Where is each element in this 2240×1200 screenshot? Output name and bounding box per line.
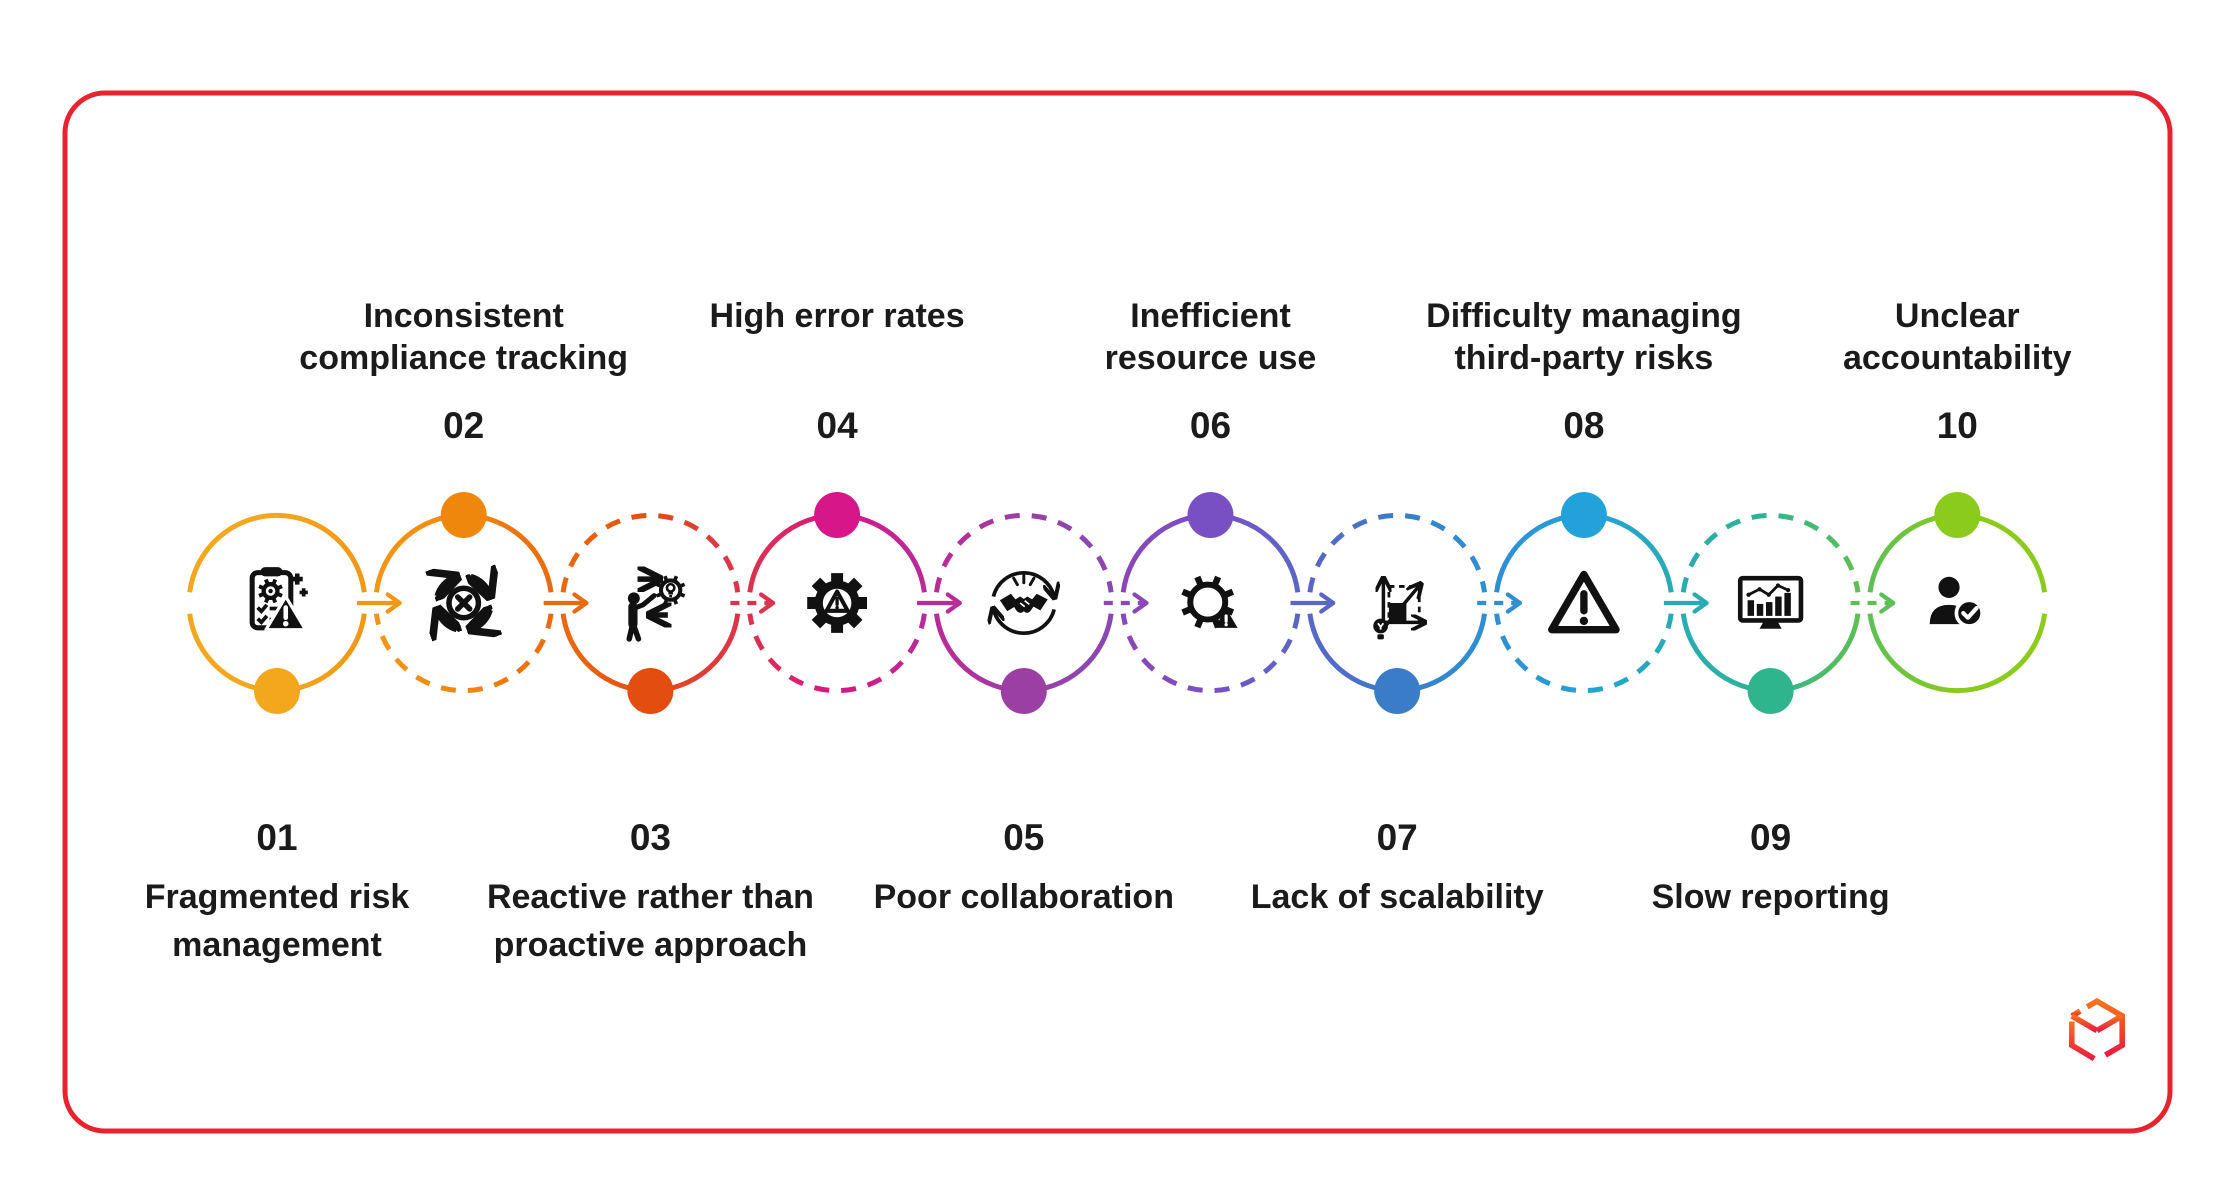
item-09-circle-top: [1680, 512, 1861, 593]
connector-arrowhead: [1319, 592, 1336, 614]
connector-arrowhead: [1505, 592, 1522, 614]
connector-arrowhead: [1132, 592, 1149, 614]
connector-07-08: [1477, 592, 1522, 614]
person-check-icon: [1929, 576, 1984, 628]
item-07-dot: [1374, 668, 1421, 714]
clipboard-gear-warning-icon: [249, 567, 308, 632]
item-03-label: Reactive rather than: [487, 878, 814, 916]
item-02-circle-bottom: [373, 613, 554, 694]
item-08: Difficulty managing third-party risks 08: [1426, 297, 1742, 694]
item-06: Inefficient resource use 06: [1105, 297, 1317, 694]
connector-arrowhead: [385, 592, 402, 614]
item-09-dot: [1747, 668, 1794, 714]
item-06-circle-bottom: [1120, 613, 1301, 694]
item-04-label: High error rates: [710, 297, 965, 335]
item-01-number: 01: [256, 817, 297, 858]
item-04: High error rates 04: [710, 297, 965, 694]
connector-arrowhead: [572, 592, 589, 614]
item-03-circle-top: [560, 512, 741, 593]
connector-arrowhead: [759, 592, 776, 614]
connector-arrowhead: [1692, 592, 1709, 614]
item-04-number: 04: [817, 405, 859, 446]
gear-warning-icon: [807, 573, 867, 633]
item-05-number: 05: [1003, 817, 1044, 858]
item-05-circle-top: [934, 512, 1114, 593]
item-02: Inconsistent compliance tracking 02: [299, 297, 628, 694]
item-05-label: Poor collaboration: [874, 878, 1174, 916]
item-07-label: Lack of scalability: [1251, 878, 1544, 916]
item-02-dot: [440, 492, 487, 538]
connector-arrowhead: [945, 592, 962, 614]
item-02-number: 02: [443, 405, 484, 446]
item-10: Unclear accountability 10: [1843, 297, 2072, 694]
handshake-cycle-icon: [993, 570, 1054, 636]
cycle-error-icon: [438, 577, 490, 629]
item-01-label: management: [172, 926, 382, 964]
item-10-label: accountability: [1843, 339, 2072, 377]
connector-02-03: [543, 592, 589, 614]
item-01-label: Fragmented risk: [145, 878, 410, 916]
item-01-circle-top: [187, 512, 367, 593]
monitor-chart-icon: [1737, 575, 1804, 629]
item-10-dot: [1934, 492, 1981, 538]
cube-logo: [2068, 997, 2125, 1062]
item-04-circle-bottom: [747, 613, 927, 694]
warning-triangle-icon: [1548, 570, 1620, 634]
item-09-label: Slow reporting: [1652, 878, 1890, 916]
connector-03-04: [730, 592, 776, 614]
item-08-dot: [1560, 492, 1607, 538]
item-01-dot: [254, 668, 300, 714]
item-04-dot: [814, 492, 861, 538]
item-10-circle-bottom: [1867, 613, 2048, 694]
item-07-number: 07: [1377, 817, 1418, 858]
item-09-number: 09: [1750, 817, 1791, 858]
item-02-label: Inconsistent: [364, 297, 564, 335]
connector-04-05: [917, 592, 962, 614]
growth-chart-bulb-icon: [1373, 579, 1424, 640]
connector-01-02: [357, 592, 402, 614]
connector-05-06: [1103, 592, 1149, 614]
person-idea-arrows-icon: [626, 576, 686, 642]
connector-09-10: [1850, 592, 1896, 614]
item-05-dot: [1000, 668, 1047, 714]
item-03-number: 03: [630, 817, 671, 858]
connector-08-09: [1663, 592, 1709, 614]
item-02-label: compliance tracking: [299, 339, 628, 377]
item-08-label: third-party risks: [1454, 339, 1713, 377]
frame-border: [62, 90, 2173, 1134]
item-06-label: Inefficient: [1130, 297, 1291, 335]
item-07-circle-top: [1307, 512, 1487, 593]
item-06-label: resource use: [1105, 339, 1317, 377]
item-08-label: Difficulty managing: [1426, 297, 1741, 335]
item-06-number: 06: [1190, 405, 1231, 446]
connector-arrowhead: [1879, 592, 1896, 614]
item-06-dot: [1187, 492, 1234, 538]
item-03-label: proactive approach: [494, 926, 808, 964]
gear-alert-icon: [1181, 575, 1238, 629]
item-03-dot: [627, 668, 674, 714]
item-08-circle-bottom: [1494, 613, 1674, 694]
item-08-number: 08: [1563, 405, 1604, 446]
item-10-number: 10: [1937, 405, 1978, 446]
connector-06-07: [1290, 592, 1336, 614]
item-10-label: Unclear: [1895, 297, 2020, 335]
